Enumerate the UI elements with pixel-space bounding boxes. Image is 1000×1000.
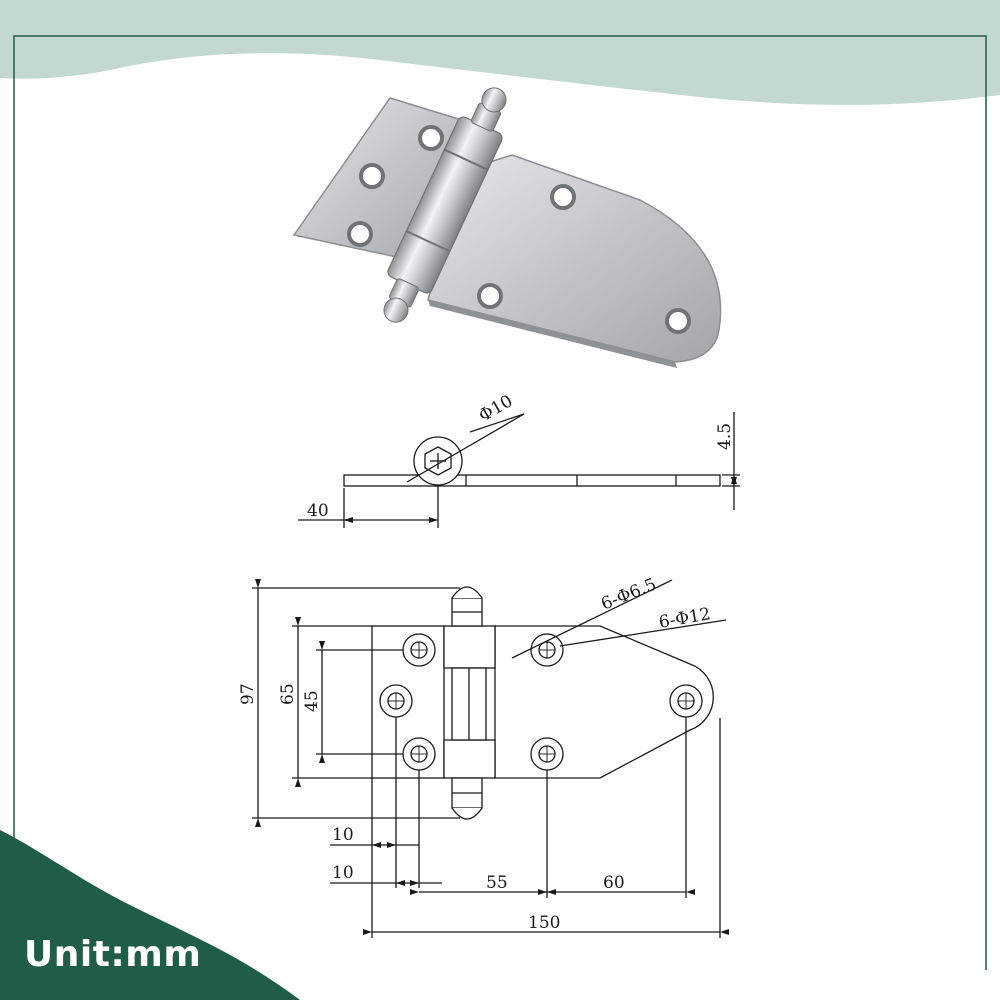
dim-thickness-4-5: 4.5 (715, 423, 735, 450)
dimension-arrowhead (410, 880, 419, 886)
dimension-arrowhead (387, 842, 396, 848)
dim-margin-10b: 10 (332, 863, 354, 883)
dimension-arrowhead (396, 880, 405, 886)
dim-spacing-55: 55 (486, 873, 508, 893)
corner-wave (0, 830, 300, 1000)
dimension-arrowhead (538, 889, 547, 895)
dimension-arrowhead (255, 579, 261, 588)
frame-border (13, 35, 987, 970)
side-view (298, 412, 740, 528)
top-view-left-leaf (371, 625, 445, 779)
dimension-arrowhead (319, 641, 325, 650)
top-view-barrel (443, 586, 496, 820)
dimension-arrowhead (363, 929, 372, 935)
top-view-right-leaf (494, 625, 714, 779)
dim-offset-40: 40 (307, 501, 329, 521)
top-view (252, 579, 727, 938)
dimension-arrowhead (731, 477, 737, 486)
dimension-arrowhead (344, 517, 353, 523)
dimension-arrowhead (295, 617, 301, 626)
dimension-arrows (255, 475, 737, 935)
dim-spacing-60: 60 (603, 873, 625, 893)
hinge-photo (292, 87, 722, 368)
dimension-arrowhead (255, 818, 261, 827)
unit-label: Unit:mm (24, 934, 202, 975)
dimension-arrowhead (295, 778, 301, 787)
dimension-arrowhead (547, 889, 556, 895)
hinge-screw-holes (347, 125, 691, 334)
dim-height-45: 45 (302, 690, 322, 712)
dimension-arrowhead (372, 842, 381, 848)
dimension-arrowhead (429, 517, 438, 523)
hinge-barrel (383, 87, 507, 323)
dim-length-150: 150 (528, 913, 560, 933)
dim-height-97: 97 (238, 683, 258, 705)
dim-margin-10a: 10 (332, 825, 354, 845)
dim-height-65: 65 (278, 683, 298, 705)
dimension-arrowhead (686, 889, 695, 895)
dimension-arrowhead (720, 929, 729, 935)
dimension-arrowhead (410, 889, 419, 895)
dimension-arrowhead (319, 754, 325, 763)
hinge-leaf-right (427, 154, 722, 363)
top-banner (0, 0, 1000, 105)
side-view-plate (343, 474, 721, 487)
